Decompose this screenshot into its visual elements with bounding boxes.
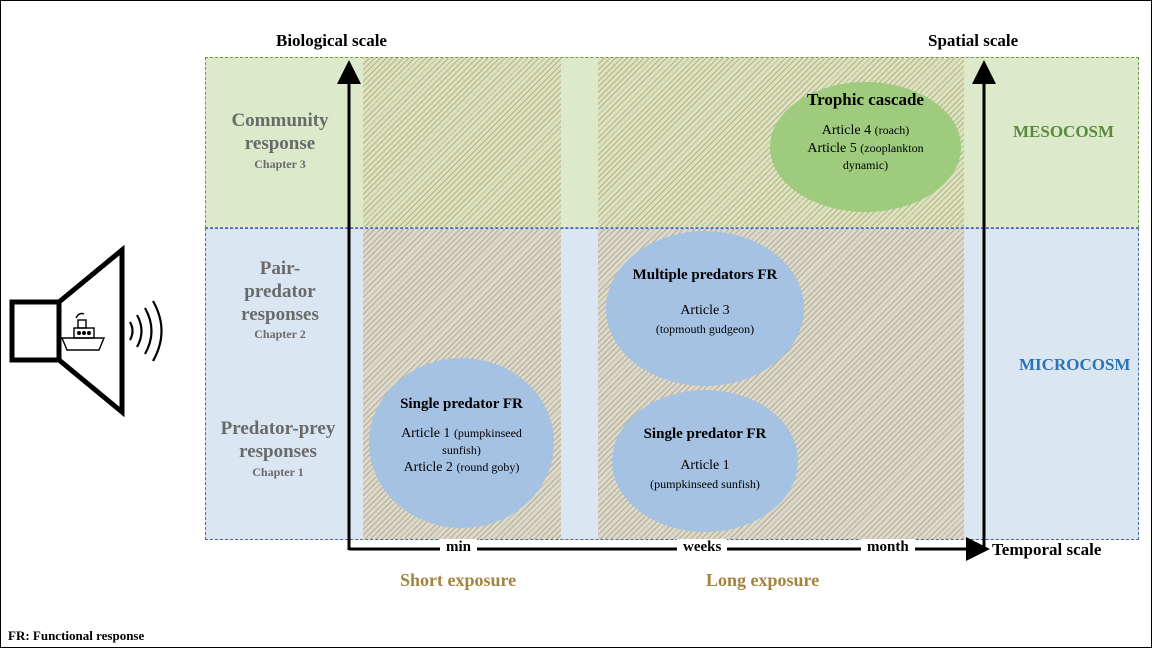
bubble-title: Single predator FR bbox=[400, 396, 523, 412]
biological-scale-label: Biological scale bbox=[276, 31, 387, 50]
article-note: (topmouth gudgeon) bbox=[655, 322, 755, 337]
bubble-title: Trophic cascade bbox=[807, 90, 924, 109]
article-label: Article 4 bbox=[821, 123, 872, 138]
short-exposure-column-meso bbox=[363, 58, 561, 227]
article-note: sunfish) bbox=[442, 443, 481, 458]
sound-waves-icon bbox=[129, 300, 163, 362]
row-label-community: Community response Chapter 3 bbox=[205, 110, 355, 171]
bubble-title: Multiple predators FR bbox=[632, 267, 778, 283]
spatial-scale-label: Spatial scale bbox=[928, 31, 1019, 50]
tick-min: min bbox=[440, 539, 478, 556]
multiple-predators-bubble: Multiple predators FR Article 3 (topmout… bbox=[606, 231, 804, 386]
speaker-icon bbox=[9, 244, 163, 418]
tick-weeks: weeks bbox=[677, 539, 728, 556]
short-exposure-label: Short exposure bbox=[400, 570, 517, 590]
row-title-line: responses bbox=[241, 303, 319, 325]
single-predator-short-bubble: Single predator FR Article 1 (pumpkinsee… bbox=[369, 358, 554, 528]
article-note: (roach) bbox=[874, 123, 910, 137]
chapter-label: Chapter 2 bbox=[254, 327, 306, 342]
row-title-line: response bbox=[244, 132, 316, 154]
article-note: dynamic) bbox=[842, 158, 889, 173]
article-label: Article 3 bbox=[680, 303, 730, 318]
boat-icon bbox=[60, 312, 106, 351]
row-label-predator-prey: Predator-prey responses Chapter 1 bbox=[203, 418, 353, 479]
article-label: Article 5 bbox=[807, 141, 857, 157]
mesocosm-label: MESOCOSM bbox=[1013, 122, 1115, 141]
row-title-line: Community bbox=[231, 110, 329, 131]
chapter-label: Chapter 1 bbox=[252, 464, 304, 479]
article-note: (pumpkinseed bbox=[453, 426, 522, 440]
row-title-line: Pair- bbox=[259, 258, 301, 279]
long-exposure-label: Long exposure bbox=[706, 570, 820, 590]
temporal-scale-label: Temporal scale bbox=[992, 540, 1102, 559]
microcosm-label: MICROCOSM bbox=[1019, 355, 1131, 374]
row-title-line: responses bbox=[239, 440, 317, 462]
chapter-label: Chapter 3 bbox=[254, 156, 306, 171]
bubble-title: Single predator FR bbox=[643, 426, 767, 442]
article-note: (zooplankton bbox=[860, 141, 924, 156]
article-label: Article 2 bbox=[403, 459, 453, 475]
article-label: Article 1 bbox=[401, 426, 451, 441]
trophic-cascade-bubble: Trophic cascade Article 4 (roach) Articl… bbox=[770, 82, 961, 212]
tick-month: month bbox=[861, 539, 915, 556]
row-title-line: predator bbox=[244, 280, 316, 302]
row-title-line: Predator-prey bbox=[220, 418, 336, 439]
article-label: Article 1 bbox=[680, 458, 730, 473]
single-predator-long-bubble: Single predator FR Article 1 (pumpkinsee… bbox=[612, 390, 798, 532]
article-note: (round goby) bbox=[456, 459, 520, 474]
article-note: (pumpkinseed sunfish) bbox=[650, 477, 760, 492]
row-label-pair-predator: Pair- predator responses Chapter 2 bbox=[205, 258, 355, 342]
footnote: FR: Functional response bbox=[8, 628, 145, 643]
